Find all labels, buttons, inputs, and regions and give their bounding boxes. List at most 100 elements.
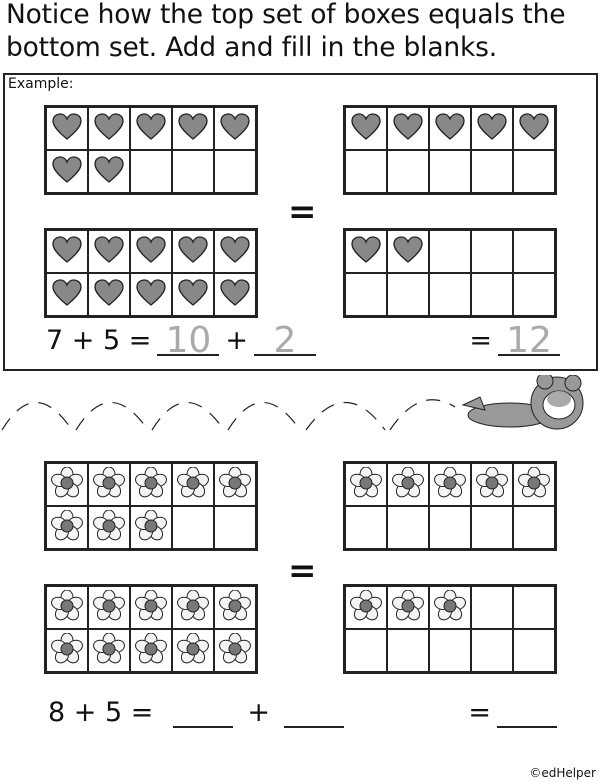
plus-sign: + <box>225 325 248 356</box>
filled-cell <box>387 107 429 150</box>
filled-cell <box>46 150 88 193</box>
ten-frame <box>44 105 258 195</box>
filled-cell <box>46 586 88 629</box>
filled-cell <box>471 107 513 150</box>
filled-cell <box>513 107 555 150</box>
equals-sign: = <box>288 192 317 232</box>
answer-blank-2[interactable]: 2 <box>253 323 316 359</box>
filled-cell <box>172 273 214 316</box>
heart-icon <box>519 112 549 145</box>
equation-left: 7 + 5 = <box>46 325 152 356</box>
flower-icon <box>392 466 424 503</box>
flower-icon <box>434 589 466 626</box>
empty-cell <box>513 230 555 273</box>
answer-blank-total[interactable]: 12 <box>498 323 560 359</box>
instructions-title: Notice how the top set of boxes equals t… <box>6 0 566 63</box>
empty-cell <box>471 230 513 273</box>
empty-cell <box>471 150 513 193</box>
heart-icon <box>178 112 208 145</box>
flower-icon <box>219 589 251 626</box>
heart-icon <box>52 278 82 311</box>
empty-cell <box>471 629 513 672</box>
answer-blank-2[interactable] <box>283 696 344 728</box>
filled-cell <box>46 463 88 506</box>
flower-icon <box>434 466 466 503</box>
flower-icon <box>93 466 125 503</box>
flower-icon <box>219 466 251 503</box>
flower-icon <box>177 466 209 503</box>
filled-cell <box>172 629 214 672</box>
ten-frame <box>44 461 258 551</box>
heart-icon <box>136 112 166 145</box>
heart-icon <box>477 112 507 145</box>
flower-icon <box>51 589 83 626</box>
answer-blank-1[interactable] <box>173 696 234 728</box>
heart-icon <box>136 235 166 268</box>
filled-cell <box>387 586 429 629</box>
heart-icon <box>94 235 124 268</box>
jump-path-arcs <box>1 399 456 431</box>
flower-icon <box>135 509 167 546</box>
empty-cell <box>471 273 513 316</box>
empty-cell <box>345 506 387 549</box>
empty-cell <box>429 506 471 549</box>
filled-cell <box>214 463 256 506</box>
equation-left: 8 + 5 = <box>48 697 154 728</box>
empty-cell <box>172 506 214 549</box>
filled-cell <box>46 629 88 672</box>
filled-cell <box>130 463 172 506</box>
empty-cell <box>387 150 429 193</box>
heart-icon <box>393 112 423 145</box>
empty-cell <box>345 150 387 193</box>
empty-cell <box>387 506 429 549</box>
empty-cell <box>345 273 387 316</box>
filled-cell <box>214 629 256 672</box>
filled-cell <box>429 463 471 506</box>
flower-icon <box>51 466 83 503</box>
ten-frame <box>343 584 557 674</box>
heart-icon <box>393 235 423 268</box>
ten-frame <box>44 584 258 674</box>
filled-cell <box>130 506 172 549</box>
empty-cell <box>214 150 256 193</box>
filled-cell <box>172 586 214 629</box>
filled-cell <box>88 273 130 316</box>
empty-cell <box>214 506 256 549</box>
flower-icon <box>93 509 125 546</box>
answer-blank-1[interactable]: 10 <box>157 323 220 359</box>
filled-cell <box>88 150 130 193</box>
filled-cell <box>88 586 130 629</box>
empty-cell <box>471 506 513 549</box>
filled-cell <box>214 273 256 316</box>
filled-cell <box>387 230 429 273</box>
filled-cell <box>130 629 172 672</box>
filled-cell <box>46 506 88 549</box>
copyright: ©edHelper <box>529 766 596 780</box>
heart-icon <box>220 112 250 145</box>
empty-cell <box>429 230 471 273</box>
filled-cell <box>130 107 172 150</box>
empty-cell <box>429 150 471 193</box>
filled-cell <box>88 629 130 672</box>
flower-icon <box>350 589 382 626</box>
flower-icon <box>135 632 167 669</box>
flower-icon <box>93 632 125 669</box>
ten-frame <box>343 461 557 551</box>
flower-icon <box>219 632 251 669</box>
filled-cell <box>513 463 555 506</box>
empty-cell <box>513 629 555 672</box>
flower-icon <box>135 466 167 503</box>
filled-cell <box>88 230 130 273</box>
flower-icon <box>350 466 382 503</box>
filled-cell <box>214 107 256 150</box>
example-box <box>3 73 598 371</box>
empty-cell <box>429 273 471 316</box>
heart-icon <box>94 155 124 188</box>
flower-icon <box>518 466 550 503</box>
filled-cell <box>345 586 387 629</box>
answer-blank-total[interactable] <box>497 696 557 728</box>
heart-icon <box>178 235 208 268</box>
filled-cell <box>46 107 88 150</box>
empty-cell <box>387 629 429 672</box>
filled-cell <box>46 230 88 273</box>
